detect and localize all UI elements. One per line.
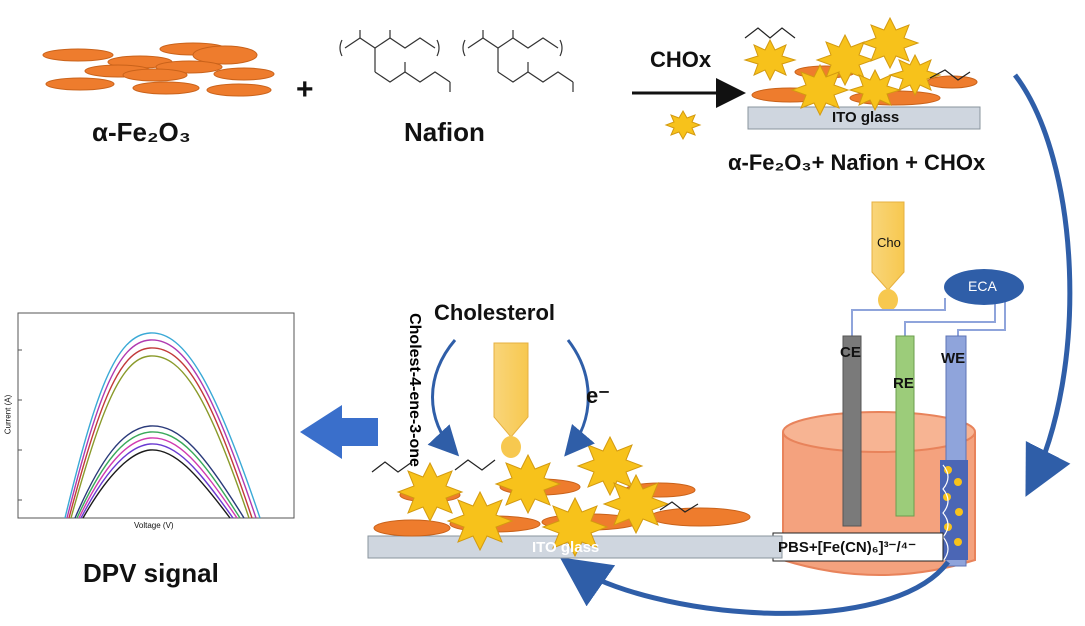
cholestenone-label: Cholest-4-ene-3-one	[406, 312, 423, 467]
nafion-structure	[339, 30, 574, 92]
chox-enzyme-icon	[664, 109, 702, 141]
flow-arrow-right	[1013, 73, 1073, 497]
plus-sign: +	[296, 73, 314, 106]
re-label: RE	[893, 375, 914, 392]
eca-device	[944, 269, 1024, 305]
flow-arrow-bottom	[559, 557, 951, 616]
counter-electrode	[842, 335, 862, 527]
bottom-electrode	[367, 435, 783, 559]
cholesterol-probe	[493, 342, 529, 458]
plot-y-axis-label: Current (A)	[3, 394, 13, 435]
cycle-arrow-right	[564, 339, 595, 457]
fe2o3-flakes	[42, 42, 275, 97]
cholesterol-label: Cholesterol	[434, 300, 556, 325]
cholestenone-label-wrap: Cholest-4-ene-3-one	[402, 282, 426, 497]
dpv-signal-label: DPV signal	[83, 558, 219, 588]
fe2o3-label: α-Fe₂O₃	[92, 117, 191, 147]
cho-probe	[871, 201, 905, 311]
nafion-label: Nafion	[404, 117, 485, 147]
cycle-arrow-left	[427, 339, 460, 457]
reference-electrode	[895, 335, 915, 517]
output-arrow	[300, 405, 378, 459]
wires	[851, 295, 1006, 336]
ito-glass-top-label: ITO glass	[832, 109, 900, 126]
top-electrode	[743, 16, 981, 130]
composite-label: α-Fe₂O₃+ Nafion + CHOx	[728, 150, 986, 175]
we-label: WE	[941, 350, 966, 367]
cho-label: Cho	[877, 235, 901, 250]
we-modified-tip	[940, 460, 968, 562]
electrolyte-label: PBS+[Fe(CN)₆]³⁻/⁴⁻	[778, 539, 916, 556]
chox-label: CHOx	[650, 47, 712, 72]
ce-label: CE	[840, 344, 861, 361]
eca-label: ECA	[968, 278, 997, 294]
ito-glass-bottom-label: ITO glass	[532, 539, 600, 556]
plot-x-axis-label: Voltage (V)	[134, 521, 174, 530]
electron-label: e⁻	[586, 383, 610, 408]
dpv-plot	[17, 312, 295, 519]
